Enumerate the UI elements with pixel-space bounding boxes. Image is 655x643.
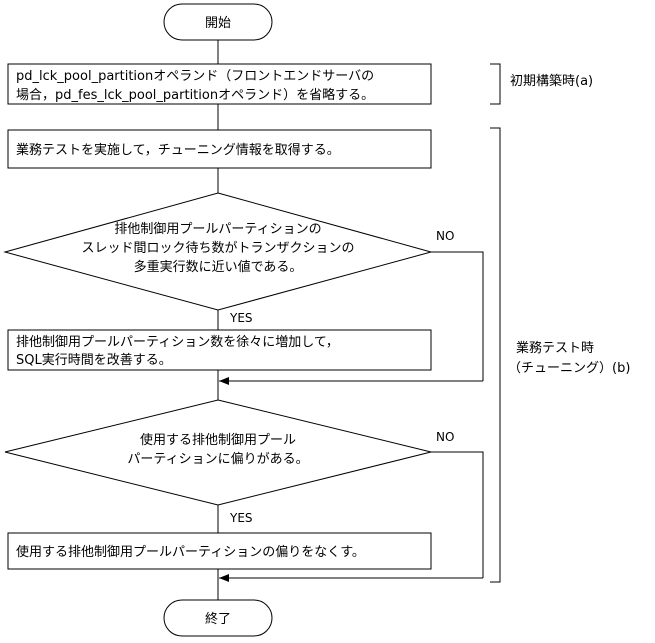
decision1-no-path bbox=[431, 251, 484, 381]
decision2-line2: パーティションに偏りがある。 bbox=[127, 452, 308, 467]
decision1-no-label: NO bbox=[436, 229, 454, 243]
decision1-yes-label: YES bbox=[229, 311, 253, 325]
step4-box bbox=[7, 532, 432, 570]
step2-text: 業務テストを実施して，チューニング情報を取得する。 bbox=[16, 142, 340, 158]
decision1-line2: スレッド間ロック待ち数がトランザクションの bbox=[81, 241, 354, 256]
phase-b-line2: （チューニング）(b) bbox=[508, 361, 630, 376]
step1-line1: pd_lck_pool_partitionオペランド（フロントエンドサーバの bbox=[16, 69, 374, 84]
phase-a-bracket bbox=[490, 63, 501, 105]
decision2-yes-label: YES bbox=[229, 511, 253, 525]
phase-b-line1: 業務テスト時 bbox=[516, 340, 594, 356]
step4-text: 使用する排他制御用プールパーティションの偏りをなくす。 bbox=[16, 544, 365, 560]
step2-box bbox=[7, 129, 432, 169]
step3-line1: 排他制御用プールパーティション数を徐々に増加して， bbox=[16, 335, 339, 350]
step1-box bbox=[7, 63, 432, 105]
step3-box bbox=[7, 329, 432, 371]
decision1-line3: 多重実行数に近い値である。 bbox=[134, 259, 303, 275]
phase-a-label: 初期構築時(a) bbox=[510, 74, 593, 89]
start-label: 開始 bbox=[205, 16, 231, 31]
decision2-no-label: NO bbox=[436, 430, 454, 444]
decision1-line1: 排他制御用プールパーティションの bbox=[114, 222, 321, 237]
decision2-line1: 使用する排他制御用プール bbox=[140, 432, 296, 448]
step3-line2: SQL実行時間を改善する。 bbox=[16, 352, 172, 368]
end-label: 終了 bbox=[205, 611, 231, 627]
step1-line2: 場合，pd_fes_lck_pool_partitionオペランド）を省略する。 bbox=[16, 87, 374, 103]
decision2-no-path bbox=[431, 451, 484, 578]
end-terminal bbox=[163, 599, 273, 637]
phase-b-bracket bbox=[490, 127, 501, 583]
